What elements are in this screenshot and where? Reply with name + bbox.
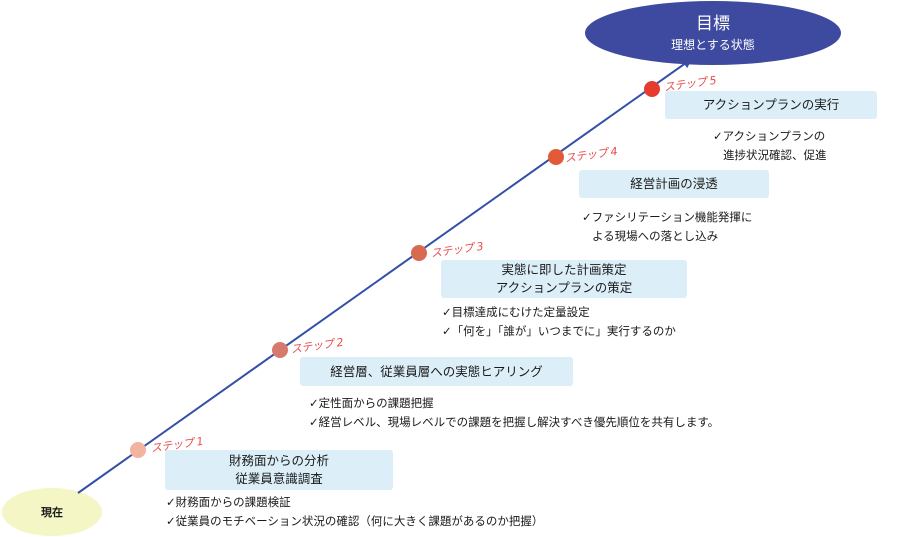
start-ellipse <box>2 488 102 536</box>
step-5-box-line-1: アクションプランの実行 <box>702 97 840 112</box>
progress-arrow <box>77 58 693 494</box>
goal-subtitle: 理想とする状態 <box>671 38 755 52</box>
step-1-note-2: ✓従業員のモチベーション状況の確認（何に大きく課題があるのか把握） <box>166 514 544 528</box>
step-1-dot <box>130 442 146 458</box>
step-2-note-2: ✓経営レベル、現場レベルでの課題を把握し解決すべき優先順位を共有します。 <box>309 415 720 429</box>
step-4-box-line-1: 経営計画の浸透 <box>630 176 718 191</box>
step-3-dot <box>411 245 427 261</box>
step-4-box: 経営計画の浸透 <box>579 170 769 198</box>
step-3-note-2: ✓「何を」「誰が」いつまでに」実行するのか <box>442 324 676 338</box>
step-5-note-1: ✓アクションプランの <box>713 129 826 143</box>
step-5-box: アクションプランの実行 <box>665 91 877 119</box>
step-4-dot <box>548 149 564 165</box>
step-4-note-1: ✓ファシリテーション機能発揮に <box>582 210 753 224</box>
step-4-notes: ✓ファシリテーション機能発揮に よる現場への落とし込み <box>582 208 752 246</box>
step-4-note-2: よる現場への落とし込み <box>592 229 719 243</box>
start-label: 現在 <box>41 506 63 519</box>
step-2-note-1: ✓定性面からの課題把握 <box>309 396 434 410</box>
step-3-box-line-1: 実態に即した計画策定 <box>501 262 627 277</box>
step-3-note-1: ✓目標達成にむけた定量設定 <box>442 305 590 319</box>
goal-title: 目標 <box>696 14 730 34</box>
step-2-dot <box>272 342 288 358</box>
step-1-box: 財務面からの分析 従業員意識調査 <box>165 450 393 490</box>
step-5-dot <box>644 81 660 97</box>
step-1-notes: ✓財務面からの課題検証 ✓従業員のモチベーション状況の確認（何に大きく課題がある… <box>166 493 543 531</box>
step-2-notes: ✓定性面からの課題把握 ✓経営レベル、現場レベルでの課題を把握し解決すべき優先順… <box>309 394 719 432</box>
step-3-notes: ✓目標達成にむけた定量設定 ✓「何を」「誰が」いつまでに」実行するのか <box>442 303 676 341</box>
step-1-box-line-1: 財務面からの分析 <box>228 453 329 468</box>
step-3-box: 実態に即した計画策定 アクションプランの策定 <box>441 260 687 298</box>
step-2-box-line-1: 経営層、従業員層への実態ヒアリング <box>330 363 543 379</box>
step-3-box-line-2: アクションプランの策定 <box>495 280 633 295</box>
goal-ellipse <box>585 1 841 65</box>
step-1-box-line-2: 従業員意識調査 <box>235 471 323 486</box>
step-5-notes: ✓アクションプランの 進捗状況確認、促進 <box>713 127 827 165</box>
step-5-note-2: 進捗状況確認、促進 <box>723 148 827 162</box>
step-2-box: 経営層、従業員層への実態ヒアリング <box>300 357 573 386</box>
step-1-note-1: ✓財務面からの課題検証 <box>166 495 291 509</box>
